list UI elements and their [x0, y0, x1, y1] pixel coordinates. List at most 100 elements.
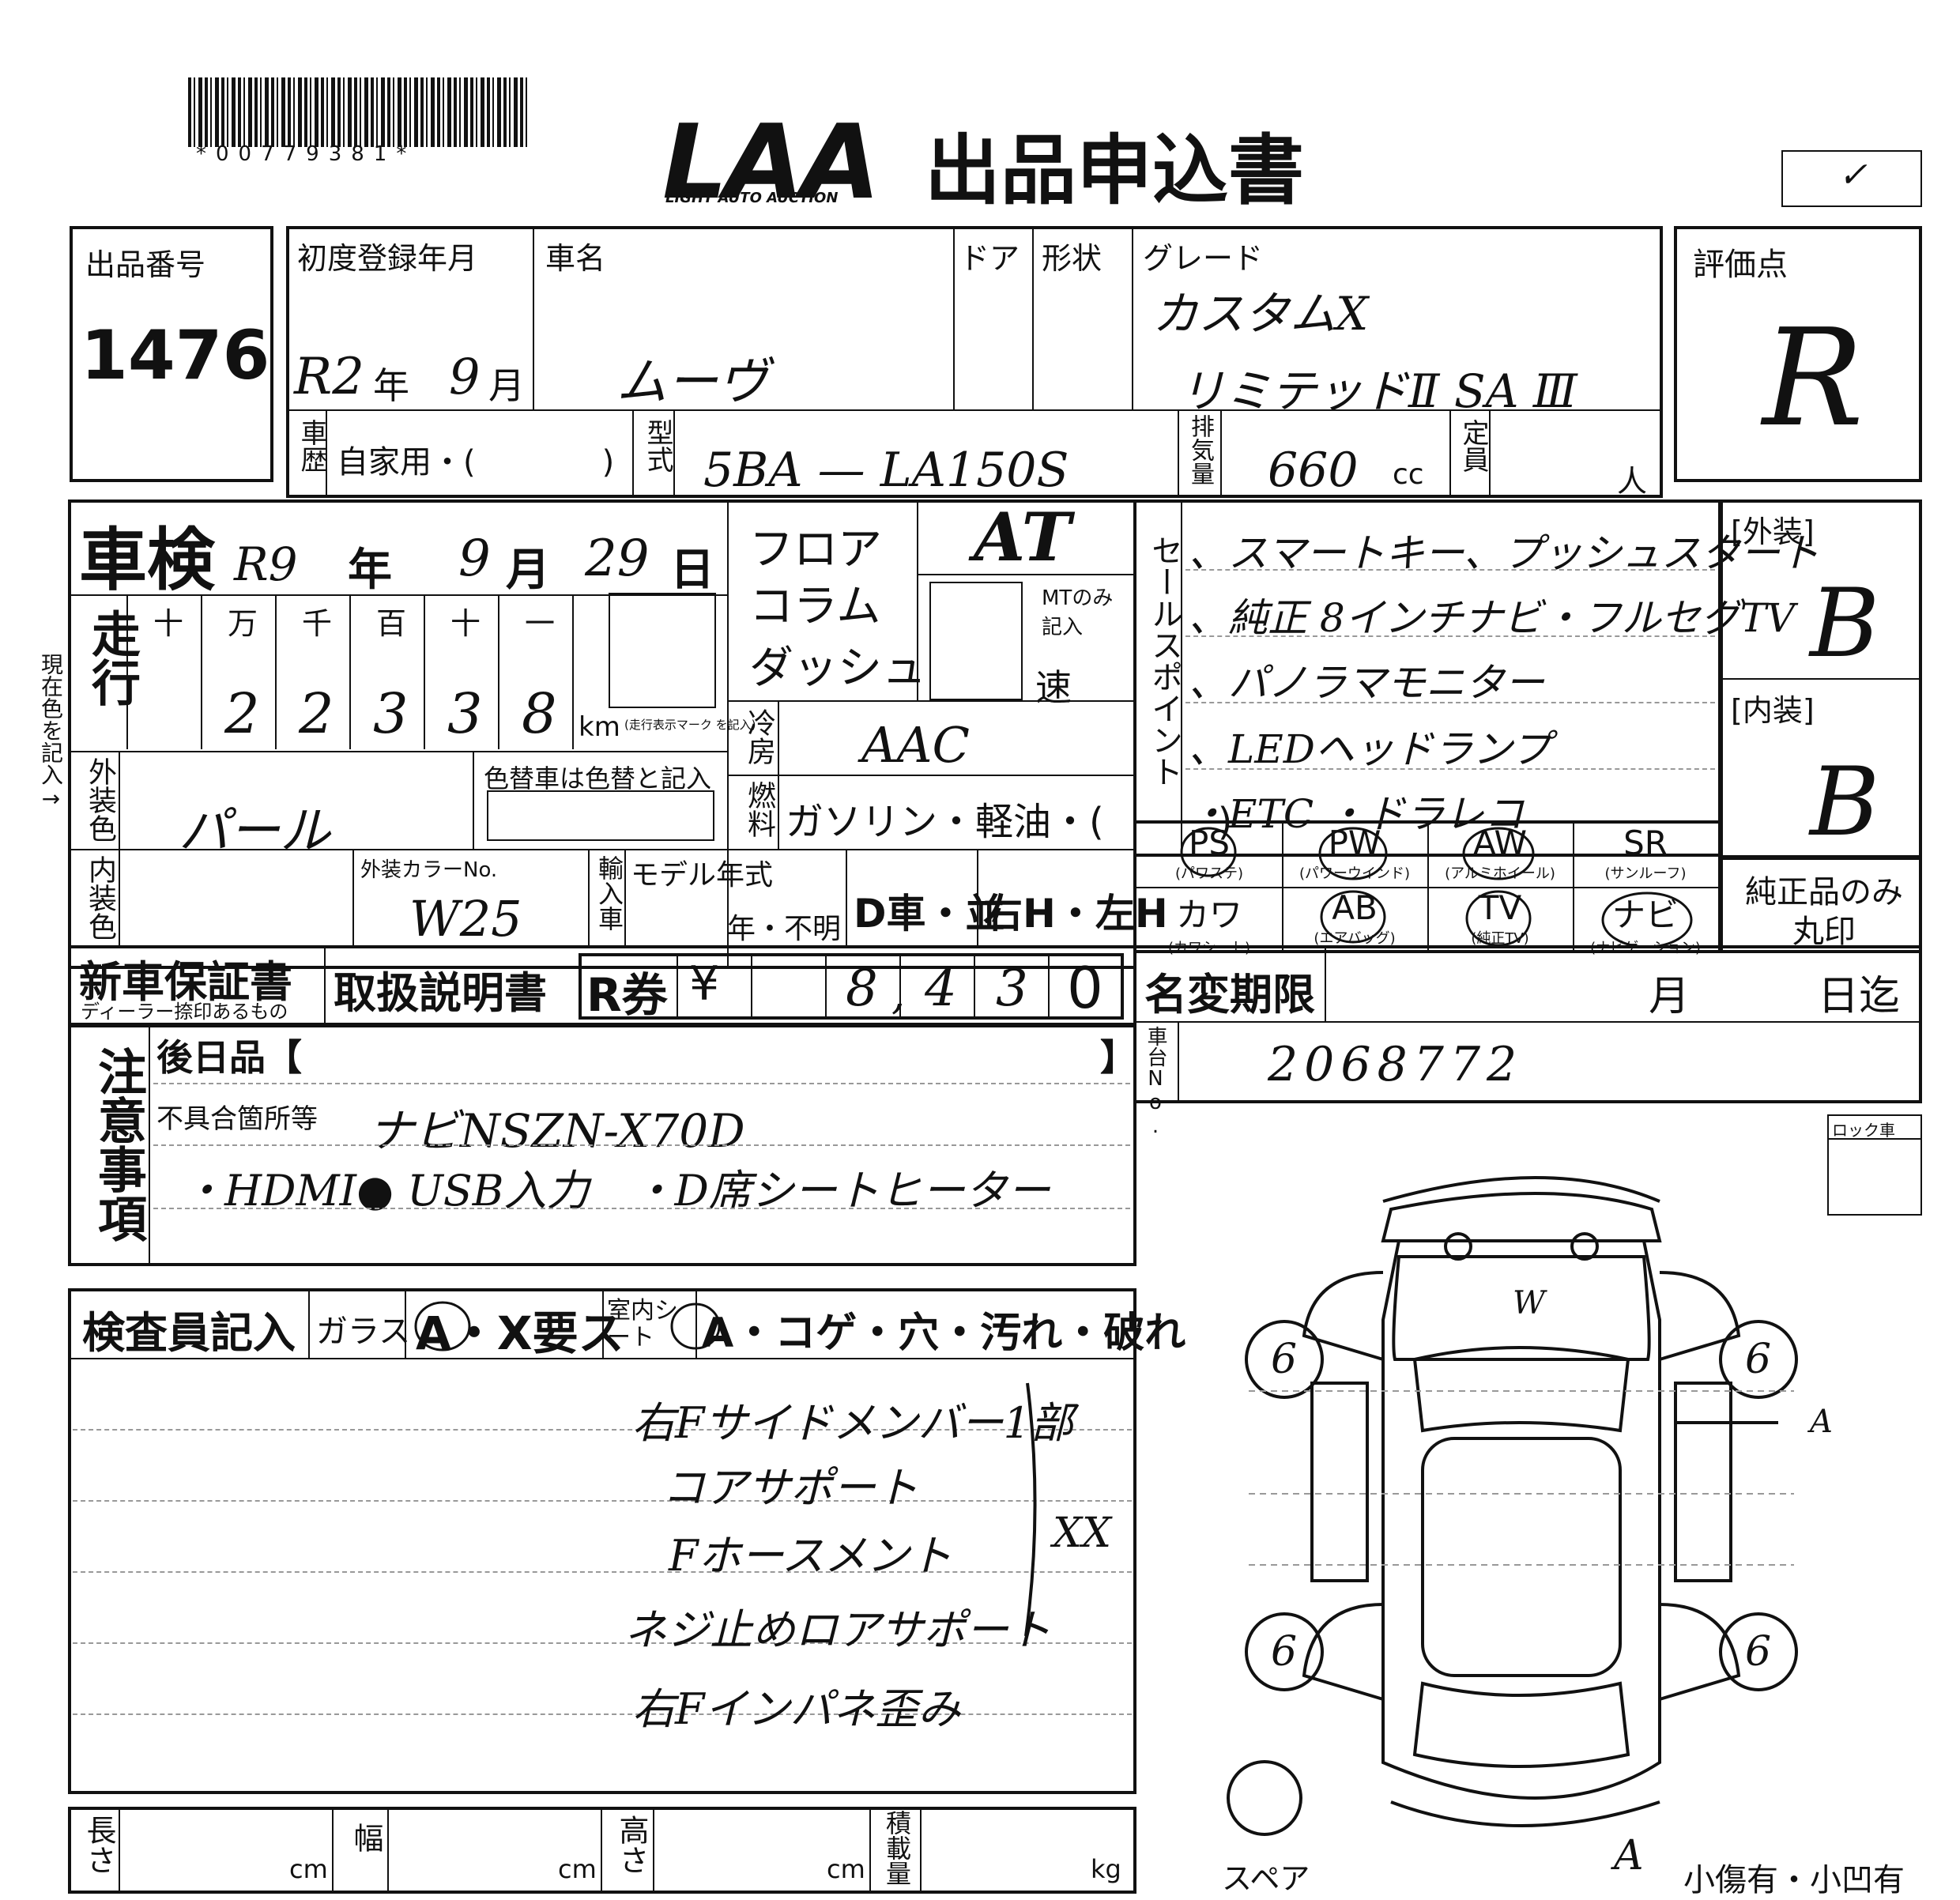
sales-point-item: 、スマートキー、プッシュスタート: [1189, 530, 1819, 576]
manual-label: 取扱説明書: [334, 968, 547, 1018]
recycle-digit: 4: [925, 959, 957, 1018]
dimensions-row: [68, 1807, 1136, 1894]
equip-navi: ナビ: [1611, 895, 1679, 934]
model-value: 5BA — LA150S: [703, 443, 1069, 498]
recycle-box: [579, 953, 1124, 1020]
recycle-yen: ¥: [689, 956, 720, 1012]
lock-box: ロック車: [1827, 1114, 1922, 1216]
name-change-label: 名変期限: [1144, 970, 1315, 1020]
door-label: ドア: [959, 241, 1020, 276]
handle-option: 右H・左H: [983, 891, 1168, 937]
tire-mark: 6: [1271, 1336, 1298, 1383]
warranty-sub: ディーラー捺印あるもの: [81, 1001, 288, 1023]
repaint-note: 色替車は色替と記入: [484, 763, 712, 794]
capacity-unit: 人: [1617, 464, 1648, 499]
notes-label: 注意事項: [89, 1046, 147, 1242]
tire-mark: 6: [1271, 1628, 1298, 1676]
mt-gear-box: [929, 582, 1023, 700]
roof-mark: W: [1513, 1285, 1546, 1321]
first-reg-label: 初度登録年月: [297, 241, 478, 276]
barcode: [188, 77, 528, 147]
recycle-digit: 0: [1067, 955, 1103, 1021]
trans-dash: ダッシュ: [749, 643, 926, 694]
tire-mark: 6: [1745, 1628, 1772, 1676]
model-year-suffix: 年・不明: [727, 913, 842, 945]
remarks-bracket: [1024, 1382, 1037, 1637]
first-reg-month: 9: [449, 348, 481, 405]
score-label: 評価点: [1693, 247, 1788, 283]
side-note: 現在色を記入→: [38, 653, 64, 812]
mileage-unit: 万: [228, 606, 258, 641]
tire-mark: 6: [1745, 1336, 1772, 1383]
trans-floor: フロア: [749, 524, 882, 575]
mileage-unit: 十: [153, 606, 184, 641]
equip-leather: カワ: [1175, 895, 1242, 934]
first-reg-era: R2: [294, 348, 364, 406]
name-change-day: 日迄: [1818, 973, 1901, 1020]
remarks-mark: XX: [1053, 1510, 1112, 1557]
inspector-label: 検査員記入: [82, 1308, 296, 1358]
car-name-label: 車名: [545, 241, 606, 276]
shaken-year-unit: 年: [348, 545, 392, 596]
mileage-digit: 3: [373, 681, 409, 746]
shaken-day-unit: 日: [670, 545, 714, 596]
remark-line: 右Fサイドメンバー1部: [632, 1398, 1073, 1448]
first-reg-month-unit: 月: [488, 364, 525, 407]
chassis-value: 2068772: [1268, 1037, 1524, 1092]
mileage-unit: 百: [376, 606, 407, 641]
defect-line-2: ・HDMI● USB入力 ・D席シートヒーター: [182, 1166, 1050, 1216]
score-box: 評価点 R: [1674, 226, 1922, 482]
import-label: 輸入車: [594, 855, 624, 931]
speed-label: 速: [1035, 666, 1072, 709]
length-label: 長さ: [81, 1815, 116, 1875]
width-label: 幅: [349, 1823, 383, 1853]
displacement-label: 排気量: [1186, 414, 1214, 485]
notes-block: [68, 1024, 1136, 1266]
mileage-digit: 2: [299, 681, 334, 746]
model-label: 型式: [642, 419, 673, 473]
repaint-input: [487, 790, 714, 841]
fuel-label: 燃料: [743, 781, 775, 838]
mileage-digit: 2: [224, 681, 260, 746]
equip-pw: PW: [1328, 824, 1381, 862]
capacity-label: 定員: [1457, 419, 1489, 473]
inspector-option-circles: [414, 1301, 721, 1351]
displacement-unit: cc: [1393, 458, 1424, 491]
color-no-value: W25: [409, 890, 522, 948]
barcode-number: *00779381*: [196, 142, 416, 166]
color-no-label: 外装カラーNo.: [360, 858, 498, 882]
ext-color-value: パール: [179, 802, 330, 861]
chassis-label: 車台No.: [1144, 1026, 1167, 1138]
exterior-label: [外装]: [1731, 515, 1815, 549]
displacement-value: 660: [1268, 443, 1359, 498]
rear-damage-mark: A: [1614, 1832, 1644, 1879]
later-label: 後日品【: [156, 1036, 302, 1079]
trans-column: コラム: [749, 581, 881, 632]
grade-line-2: リミテッドⅡ SA Ⅲ: [1179, 364, 1577, 418]
model-year-label: モデル年式: [631, 859, 774, 892]
grade-label: グレード: [1143, 241, 1264, 276]
km-note: (走行表示マーク を記入): [624, 718, 756, 732]
defect-label: 不具合箇所等: [156, 1103, 318, 1135]
lot-number-box: 出品番号 1476: [70, 226, 273, 482]
mileage-digit: 8: [522, 681, 557, 746]
inspector-block: [68, 1288, 1136, 1794]
history-label: 車歴: [296, 419, 327, 473]
mileage-grid: 十 万 千 百 十 一 2 2 3 3 8: [126, 594, 574, 749]
width-unit: cm: [558, 1854, 597, 1884]
first-reg-year-unit: 年: [373, 364, 409, 407]
sales-points-label: セールスポイント: [1146, 534, 1182, 787]
remark-line: コアサポート: [662, 1463, 918, 1513]
shaken-month: 9: [458, 530, 491, 588]
sales-point-item: 、LEDヘッドランプ: [1189, 726, 1551, 772]
glass-label: ガラス: [316, 1314, 411, 1350]
sales-point-item: 、パノラマモニター: [1189, 660, 1544, 706]
recycle-digit: 8: [846, 959, 878, 1018]
scratch-label: 小傷有・小凹有: [1683, 1862, 1905, 1898]
spare-label: スペア: [1222, 1861, 1310, 1896]
score-value: R: [1762, 300, 1864, 457]
load-unit: kg: [1091, 1854, 1121, 1884]
remark-line: Fホースメント: [669, 1531, 952, 1581]
side-damage-mark: A: [1810, 1404, 1833, 1440]
interior-seat-label: 室内シート: [607, 1297, 678, 1351]
